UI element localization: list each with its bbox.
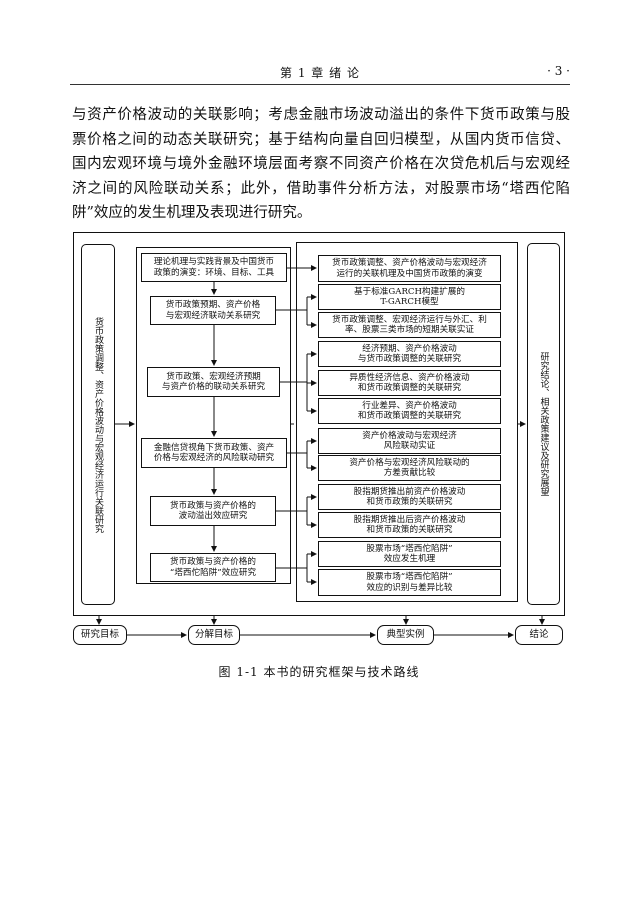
figure-frame xyxy=(73,232,565,616)
flow-step-box: 典型实例 xyxy=(377,625,434,645)
right-box: 资产价格与宏观经济风险联动的方差贡献比较 xyxy=(318,455,501,481)
flow-step-box: 结论 xyxy=(515,625,563,645)
right-box: 股指期货推出前资产价格波动和货币政策的关联研究 xyxy=(318,484,501,510)
figure-caption: 图 1-1 本书的研究框架与技术路线 xyxy=(218,665,420,679)
right-box: 异质性经济信息、资产价格波动和货币政策调整的关联研究 xyxy=(318,370,501,396)
right-box: 股票市场“塔西佗陷阱”效应的识别与差异比较 xyxy=(318,569,501,596)
right-conclusion-box: 研究结论、相关政策建议及研究展望 xyxy=(527,243,560,605)
middle-box: 金融信贷视角下货币政策、资产价格与宏观经济的风险联动研究 xyxy=(141,438,287,468)
middle-box: 货币政策与资产价格的“塔西佗陷阱”效应研究 xyxy=(150,553,276,582)
right-box: 货币政策调整、资产价格波动与宏观经济运行的关联机理及中国货币政策的演变 xyxy=(318,255,501,282)
middle-box: 货币政策与资产价格的波动溢出效应研究 xyxy=(150,496,276,526)
middle-box: 货币政策预期、资产价格与宏观经济联动关系研究 xyxy=(150,296,276,325)
flow-step-box: 研究目标 xyxy=(73,625,127,645)
middle-box: 货币政策、宏观经济预期与资产价格的联动关系研究 xyxy=(147,367,280,397)
paragraph-line: 阱”效应的发生机理及表现进行研究。 xyxy=(72,205,312,221)
research-framework-figure: 货币政策调整、资产价格波动与宏观经济运行关联研究 研究结论、相关政策建议及研究展… xyxy=(73,232,565,679)
middle-group-frame xyxy=(136,247,291,584)
middle-box: 理论机理与实践背景及中国货币政策的演变：环境、目标、工具 xyxy=(141,253,287,282)
right-box: 资产价格波动与宏观经济风险联动实证 xyxy=(318,428,501,454)
chapter-title: 第 1 章 绪 论 xyxy=(280,66,360,80)
right-box: 货币政策调整、宏观经济运行与外汇、利率、股票三类市场的短期关联实证 xyxy=(318,312,501,338)
flow-step-box: 分解目标 xyxy=(188,625,240,645)
right-box: 行业差异、资产价格波动和货币政策调整的关联研究 xyxy=(318,398,501,424)
header-rule xyxy=(70,84,570,85)
page-number: · 3 · xyxy=(547,64,570,78)
body-paragraph: 与资产价格波动的关联影响；考虑金融市场波动溢出的条件下货币政策与股 票价格之间的… xyxy=(72,103,570,226)
right-box: 股票市场“塔西佗陷阱”效应发生机理 xyxy=(318,541,501,567)
paragraph-line: 国内宏观环境与境外金融环境层面考察不同资产价格在次贷危机后与宏观经 xyxy=(72,156,570,172)
paragraph-line: 与资产价格波动的关联影响；考虑金融市场波动溢出的条件下货币政策与股 xyxy=(72,107,570,123)
left-topic-box: 货币政策调整、资产价格波动与宏观经济运行关联研究 xyxy=(81,244,115,605)
connector-lines xyxy=(96,265,545,638)
paragraph-line: 济之间的风险联动关系；此外，借助事件分析方法，对股票市场“塔西佗陷 xyxy=(72,180,570,197)
page-header: 第 1 章 绪 论 · 3 · xyxy=(70,64,570,84)
right-box: 经济预期、资产价格波动与货币政策调整的关联研究 xyxy=(318,341,501,367)
right-box: 股指期货推出后资产价格波动和货币政策的关联研究 xyxy=(318,512,501,538)
paragraph-line: 票价格之间的动态关联研究；基于结构向量自回归模型，从国内货币信贷、 xyxy=(72,131,570,148)
right-group-frame xyxy=(296,242,518,602)
